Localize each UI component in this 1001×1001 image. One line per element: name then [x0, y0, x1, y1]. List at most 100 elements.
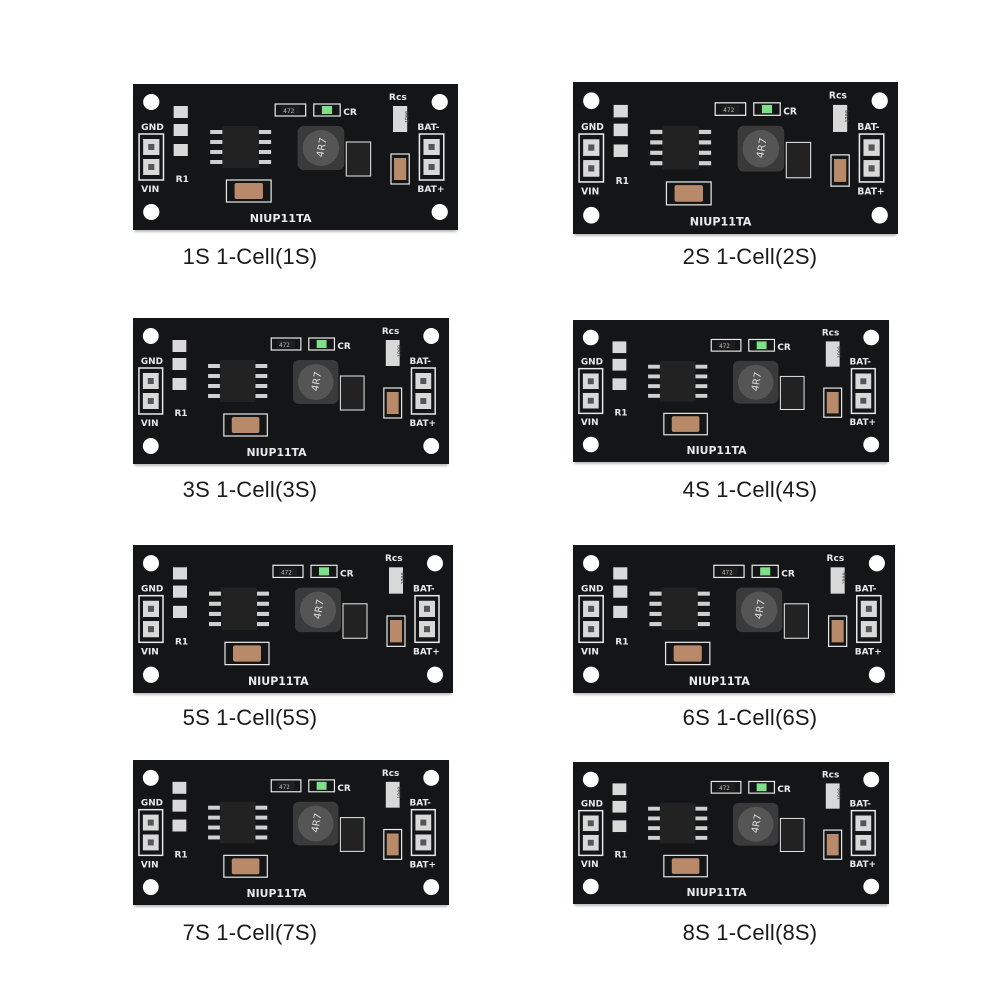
svg-text:R1: R1 [174, 850, 187, 860]
capacitor [665, 181, 712, 206]
svg-text:CR: CR [337, 342, 350, 352]
svg-text:NIUP11TA: NIUP11TA [687, 444, 748, 457]
svg-text:Rcs: Rcs [382, 769, 399, 779]
svg-text:R1: R1 [174, 409, 187, 419]
module-caption: 1S 1-Cell(1S) [182, 244, 318, 269]
module-caption: 8S 1-Cell(8S) [682, 920, 818, 945]
svg-text:472: 472 [279, 342, 290, 349]
input-pads [138, 367, 164, 415]
module-caption: 5S 1-Cell(5S) [182, 705, 318, 730]
pcb-board-image: GND VIN R1 472 CR 4R7 [133, 760, 449, 905]
capacitor [664, 641, 711, 666]
module-caption: 6S 1-Cell(6S) [682, 705, 818, 730]
svg-text:Rcs: Rcs [829, 91, 847, 102]
svg-text:GND: GND [581, 358, 603, 368]
svg-text:4R7: 4R7 [310, 371, 324, 392]
svg-text:BAT+: BAT+ [410, 419, 436, 429]
inductor: 4R7 [736, 587, 783, 633]
pcb-board-image: GND VIN R1 472 CR 4R7 [573, 545, 895, 693]
input-pads [578, 133, 605, 183]
svg-text:1R00: 1R00 [843, 572, 849, 584]
ic-chip [208, 801, 268, 844]
svg-text:CR: CR [340, 569, 354, 579]
inductor: 4R7 [732, 360, 779, 404]
svg-text:VIN: VIN [581, 186, 599, 197]
svg-text:BAT+: BAT+ [417, 185, 444, 195]
ic-chip [650, 125, 712, 170]
svg-text:Rcs: Rcs [382, 327, 399, 337]
inductor: 4R7 [737, 125, 785, 172]
svg-text:CR: CR [337, 784, 350, 794]
output-pads [850, 367, 876, 415]
svg-text:R1: R1 [614, 408, 627, 418]
svg-text:VIN: VIN [141, 860, 159, 870]
inductor: 4R7 [732, 802, 779, 846]
capacitor [224, 641, 270, 666]
svg-text:VIN: VIN [141, 647, 159, 657]
svg-text:1R00: 1R00 [838, 788, 844, 800]
svg-text:BAT-: BAT- [857, 122, 879, 133]
capacitor [223, 413, 268, 437]
svg-text:CR: CR [343, 108, 357, 118]
svg-text:GND: GND [141, 585, 164, 595]
pcb-graphic: GND VIN R1 472 CR 4R7 [573, 320, 889, 462]
module-caption: 3S 1-Cell(3S) [182, 477, 318, 502]
svg-text:Rcs: Rcs [827, 554, 845, 564]
input-pads [578, 809, 604, 857]
svg-text:NIUP11TA: NIUP11TA [689, 675, 750, 688]
svg-text:1R00: 1R00 [398, 345, 404, 357]
svg-text:4R7: 4R7 [313, 599, 327, 621]
capacitor [663, 854, 708, 878]
svg-text:BAT-: BAT- [417, 123, 439, 133]
svg-text:472: 472 [719, 786, 730, 792]
svg-text:BAT+: BAT+ [850, 418, 876, 428]
output-pads [414, 594, 440, 644]
svg-text:1R00: 1R00 [398, 787, 404, 799]
svg-text:BAT-: BAT- [410, 799, 432, 809]
svg-text:BAT+: BAT+ [413, 647, 440, 657]
svg-text:BAT-: BAT- [855, 585, 877, 595]
svg-text:GND: GND [141, 123, 164, 133]
svg-text:BAT-: BAT- [410, 357, 432, 367]
pcb-graphic: GND VIN R1 472 CR 4R7 [573, 545, 895, 693]
svg-text:R1: R1 [175, 637, 188, 647]
pcb-graphic: GND VIN R1 472 CR 4R7 [133, 760, 449, 905]
svg-text:1R00: 1R00 [845, 110, 851, 122]
input-pads [138, 808, 164, 857]
output-pads [410, 808, 436, 857]
output-pads [850, 809, 876, 857]
capacitor [225, 179, 272, 203]
pcb-board-image: GND VIN R1 472 CR 4R7 [133, 545, 453, 693]
module-caption: 2S 1-Cell(2S) [682, 244, 818, 269]
svg-text:4R7: 4R7 [754, 599, 768, 621]
input-pads [138, 594, 164, 644]
svg-text:CR: CR [783, 106, 797, 117]
svg-text:GND: GND [141, 357, 163, 367]
svg-text:4R7: 4R7 [310, 812, 324, 833]
svg-text:NIUP11TA: NIUP11TA [690, 216, 752, 229]
ic-chip [648, 802, 708, 844]
output-pads [856, 594, 882, 644]
pcb-board-image: GND VIN R1 472 CR 4R7 [133, 84, 458, 230]
svg-text:1R00: 1R00 [401, 572, 407, 584]
inductor: 4R7 [295, 587, 341, 633]
inductor: 4R7 [297, 126, 345, 170]
module-caption: 7S 1-Cell(7S) [182, 920, 318, 945]
svg-text:Rcs: Rcs [822, 771, 839, 781]
svg-text:BAT-: BAT- [413, 585, 435, 595]
svg-text:472: 472 [719, 344, 730, 350]
svg-text:472: 472 [722, 569, 733, 576]
pcb-graphic: GND VIN R1 472 CR 4R7 [133, 318, 449, 464]
pcb-graphic: GND VIN R1 472 CR 4R7 [573, 82, 898, 234]
svg-text:CR: CR [781, 569, 795, 579]
input-pads [578, 594, 604, 644]
svg-text:NIUP11TA: NIUP11TA [250, 212, 312, 225]
svg-text:GND: GND [581, 800, 603, 810]
capacitor [223, 854, 268, 878]
svg-text:472: 472 [723, 107, 734, 114]
mounting-holes [143, 94, 448, 220]
svg-text:4R7: 4R7 [315, 137, 329, 158]
mounting-holes [583, 555, 885, 683]
pcb-board-image: GND VIN R1 472 CR 4R7 [573, 320, 889, 462]
pcb-board-image: GND VIN R1 472 CR 4R7 [573, 762, 889, 904]
